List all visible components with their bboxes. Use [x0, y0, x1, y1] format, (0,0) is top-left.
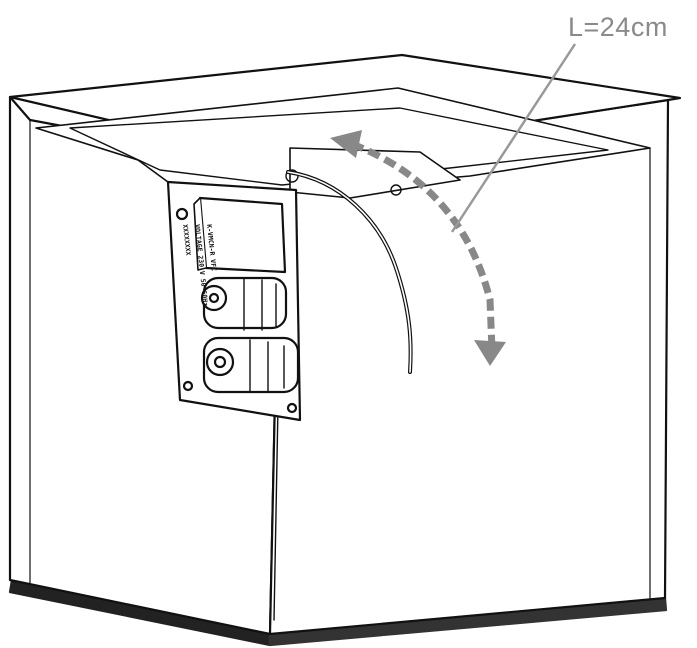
arrow-head-top [330, 130, 362, 158]
double-curved-arrow [330, 130, 506, 366]
valve-upper-center [208, 292, 220, 304]
plate-screw-bottom-right [286, 402, 298, 414]
top-opening [69, 107, 609, 186]
arrow-path [350, 140, 496, 351]
leader-line [450, 43, 577, 233]
plate-screw-top-left [175, 207, 189, 221]
cable-inner [287, 171, 412, 373]
valve-lower-ribs [249, 339, 285, 393]
control-box-side [193, 197, 207, 271]
tray-bolt [285, 169, 299, 183]
length-callout: L=24cm [568, 12, 668, 42]
valve-upper-ribs [243, 277, 277, 331]
valve-lower-center [213, 355, 227, 369]
plate-screw-bottom-left [182, 380, 194, 392]
arrow-head-bottom [474, 340, 506, 366]
tray-fitting [390, 184, 402, 196]
